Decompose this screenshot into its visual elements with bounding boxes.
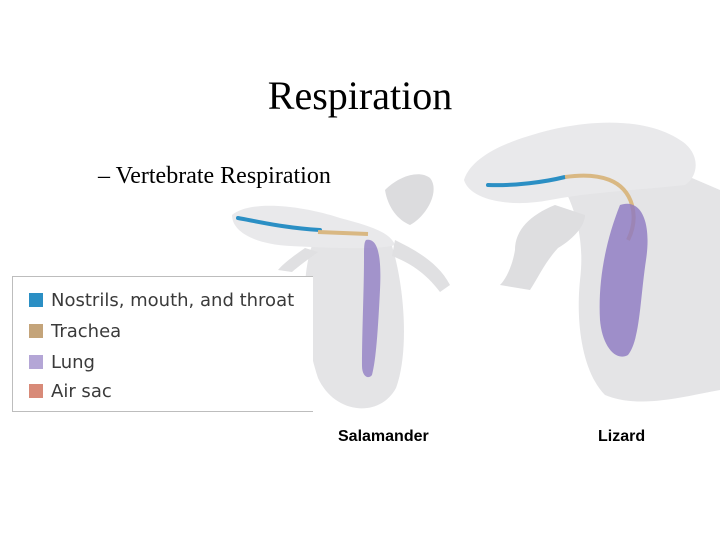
bullet-point: – Vertebrate Respiration [98, 163, 331, 189]
salamander-leg-right [392, 240, 450, 292]
legend-label-nostrils: Nostrils, mouth, and throat [51, 289, 295, 311]
legend-item-lung: Lung [29, 351, 95, 373]
salamander-head [232, 205, 395, 249]
legend-label-trachea: Trachea [51, 320, 122, 342]
legend: Nostrils, mouth, and throat Trachea Lung… [12, 276, 313, 412]
lizard-airway [486, 175, 567, 188]
lizard-front-leg [500, 205, 585, 290]
salamander-figure [232, 174, 450, 409]
salamander-gills [385, 174, 434, 225]
legend-swatch-air-sac [29, 384, 43, 398]
caption-salamander: Salamander [338, 428, 429, 445]
legend-swatch-nostrils [29, 293, 43, 307]
lizard-lung [599, 203, 648, 357]
legend-item-trachea: Trachea [29, 320, 121, 342]
legend-label-lung: Lung [51, 351, 95, 373]
legend-swatch-trachea [29, 324, 43, 338]
legend-item-nostrils: Nostrils, mouth, and throat [29, 289, 294, 311]
slide-title: Respiration [267, 73, 453, 118]
caption-lizard: Lizard [598, 428, 646, 445]
lizard-figure [464, 122, 720, 402]
salamander-body [304, 238, 404, 409]
salamander-trachea [317, 230, 369, 236]
legend-label-air-sac: Air sac [51, 380, 112, 402]
salamander-lung [362, 239, 381, 378]
legend-item-air-sac: Air sac [29, 380, 112, 402]
salamander-airway [236, 216, 322, 232]
legend-swatch-lung [29, 355, 43, 369]
salamander-leg-left [278, 248, 318, 272]
